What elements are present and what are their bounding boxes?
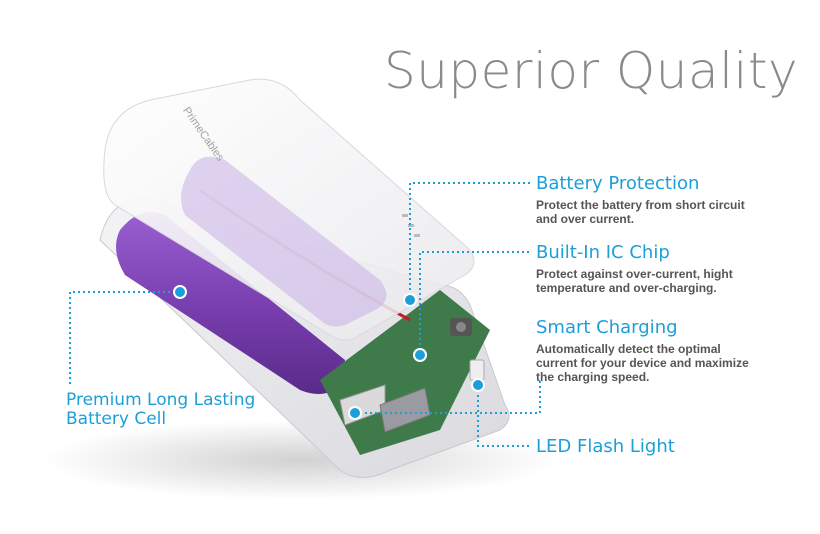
feature-heading-smart-charging: Smart Charging [536,317,678,338]
smart-charging-marker [348,406,362,420]
callout-line: Premium Long Lasting [66,390,256,410]
page-title: Superior Quality [384,42,799,100]
desc-line: temperature and over-charging. [536,281,717,295]
desc-line: the charging speed. [536,370,650,384]
feature-desc-battery-protection: Protect the battery from short circuit a… [536,198,776,226]
feature-desc-ic-chip: Protect against over-current, hight temp… [536,267,776,295]
battery-protection-marker [403,293,417,307]
desc-line: current for your device and maximize [536,356,749,370]
desc-line: and over current. [536,212,635,226]
ic-chip-marker [413,348,427,362]
callout-line: Battery Cell [66,409,167,429]
led-marker [471,378,485,392]
feature-heading-led-flash-light: LED Flash Light [536,436,675,457]
desc-line: Protect the battery from short circuit [536,198,745,212]
desc-line: Automatically detect the optimal [536,342,721,356]
battery-cell-marker [173,285,187,299]
feature-heading-ic-chip: Built-In IC Chip [536,242,670,263]
desc-line: Protect against over-current, hight [536,267,733,281]
feature-desc-smart-charging: Automatically detect the optimal current… [536,342,776,384]
feature-heading-battery-protection: Battery Protection [536,173,700,194]
battery-cell-callout: Premium Long Lasting Battery Cell [66,391,255,429]
